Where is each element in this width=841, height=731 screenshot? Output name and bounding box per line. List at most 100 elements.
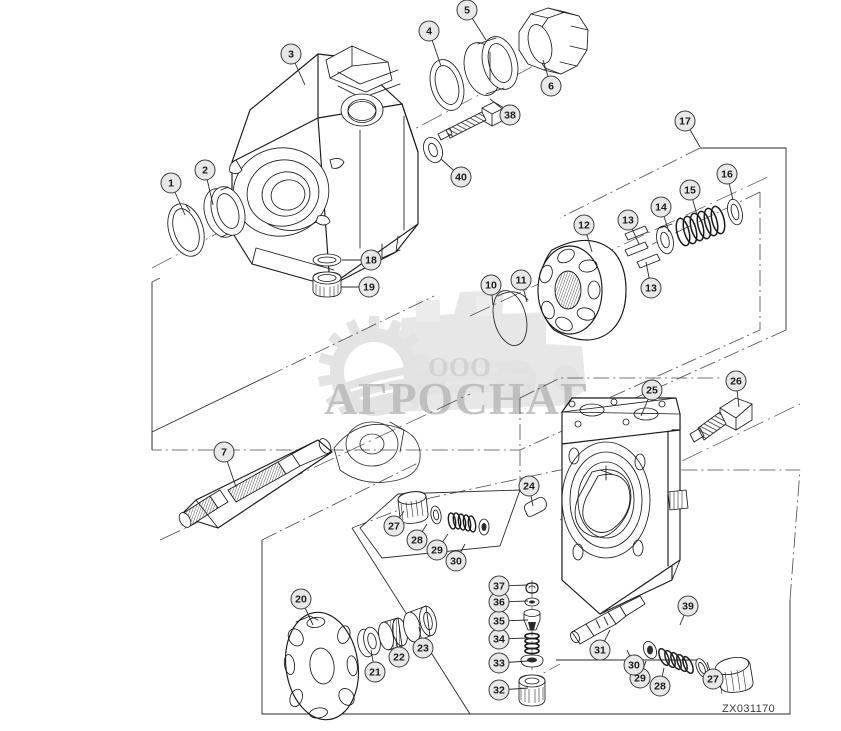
part-14-spring-seat — [656, 223, 674, 255]
callout-bubble — [725, 370, 747, 392]
callout-number: 19 — [363, 282, 375, 294]
callout-number: 37 — [493, 581, 505, 593]
callout-bubble — [418, 20, 440, 42]
callout-number: 35 — [493, 616, 505, 628]
callout-bubble — [510, 269, 532, 291]
part-32-plug — [518, 674, 546, 707]
part-35-poppet — [523, 609, 541, 631]
part-26-cap-screw — [689, 397, 753, 443]
part-28-o-ring — [430, 505, 442, 525]
callout-11-retainer-plate: 11 — [510, 269, 532, 303]
callout-number: 4 — [426, 26, 432, 38]
part-29-spring — [447, 512, 477, 533]
callout-bubble — [518, 475, 540, 497]
callout-25-valve-housing: 25 — [640, 379, 663, 417]
callout-39-relief-valve-kit: 39 — [677, 595, 699, 626]
callout-bubble — [450, 166, 472, 188]
callout-bubble — [573, 214, 595, 236]
callout-31-valve-spool: 31 — [589, 629, 611, 661]
callout-number: 5 — [464, 5, 470, 17]
callout-6-castellated-nut: 6 — [540, 59, 562, 97]
callout-bubble — [499, 104, 521, 126]
callout-bubble — [412, 637, 434, 659]
callout-number: 6 — [548, 81, 554, 93]
part-1-snap-ring — [167, 203, 205, 257]
callout-number: 17 — [679, 116, 691, 128]
callout-bubble — [679, 179, 701, 201]
callout-bubble — [360, 249, 382, 271]
callout-number: 20 — [295, 594, 307, 606]
callout-bubble — [716, 163, 738, 185]
callout-35-poppet: 35 — [488, 610, 529, 632]
callout-number: 14 — [655, 202, 667, 214]
part-27-plug-right — [714, 656, 754, 695]
part-27-plug — [397, 491, 429, 524]
callout-number: 10 — [485, 280, 497, 292]
callout-number: 30 — [628, 660, 640, 672]
callout-number: 15 — [684, 185, 696, 197]
callout-2-shaft-seal: 2 — [194, 159, 216, 206]
callout-bubble — [406, 529, 428, 551]
watermark-text: ООО АГРОСНАБ — [324, 352, 591, 424]
callout-number: 40 — [455, 172, 467, 184]
callout-16-retaining-ring: 16 — [716, 163, 738, 201]
callout-number: 7 — [221, 447, 227, 459]
callout-number: 24 — [523, 481, 535, 493]
callout-bubble — [702, 668, 724, 690]
callout-number: 33 — [493, 658, 505, 670]
callout-28-o-ring: 28 — [406, 523, 428, 551]
callout-bubble — [488, 652, 510, 674]
callout-bubble — [160, 172, 182, 194]
callout-number: 32 — [493, 685, 505, 697]
callout-17-rotating-group-kit: 17 — [674, 110, 701, 148]
callout-32-plug: 32 — [488, 679, 529, 701]
callout-number: 23 — [417, 643, 429, 655]
callout-1-snap-ring: 1 — [160, 172, 186, 216]
callout-10-piston-assembly: 10 — [480, 274, 502, 306]
callout-bubble — [488, 575, 510, 597]
callout-bubble — [290, 588, 312, 610]
part-4-o-ring — [429, 59, 465, 111]
callout-number: 39 — [682, 601, 694, 613]
callout-number: 30 — [450, 556, 462, 568]
callout-4-o-ring: 4 — [418, 20, 442, 67]
callout-bubble — [617, 209, 639, 231]
valve-cartridge-left — [397, 491, 490, 536]
part-19-plug — [312, 271, 342, 298]
callout-number: 29 — [634, 673, 646, 685]
callout-33-retainer: 33 — [488, 652, 529, 674]
callout-bubble — [456, 0, 478, 21]
callout-number: 13 — [622, 215, 634, 227]
watermark-agrosnab: АГРОСНАБ — [324, 373, 591, 424]
callout-bubble — [445, 550, 467, 572]
callout-number: 21 — [369, 667, 381, 679]
callout-30-poppet: 30 — [445, 543, 467, 572]
callout-bubble — [488, 679, 510, 701]
part-6-castellated-nut — [518, 7, 589, 75]
callout-number: 26 — [730, 376, 742, 388]
part-24-woodruff-key — [523, 497, 547, 517]
callout-bubble — [641, 379, 663, 401]
relief-valve-stack — [518, 580, 546, 707]
callout-12-cylinder-block: 12 — [573, 214, 595, 253]
callout-number: 18 — [365, 255, 377, 267]
part-16-retaining-ring — [727, 198, 743, 226]
part-34-spring — [524, 632, 540, 655]
callout-18-o-ring: 18 — [342, 249, 382, 271]
swashplate — [333, 421, 421, 483]
callout-bubble — [674, 110, 696, 132]
part-40-washer — [423, 136, 443, 164]
callout-40-washer: 40 — [440, 158, 472, 188]
callout-bubble — [213, 441, 235, 463]
callout-number: 22 — [393, 652, 405, 664]
watermark-ooo: ООО — [428, 352, 491, 382]
callout-number: 27 — [707, 674, 719, 686]
callout-bubble — [383, 515, 405, 537]
part-33-retainer — [520, 654, 544, 668]
callout-number: 3 — [288, 49, 294, 61]
callout-bubble — [640, 277, 662, 299]
callout-bubble — [677, 595, 699, 617]
callout-30-poppet: 30 — [623, 649, 645, 676]
callout-23-bearing-race: 23 — [412, 626, 434, 659]
